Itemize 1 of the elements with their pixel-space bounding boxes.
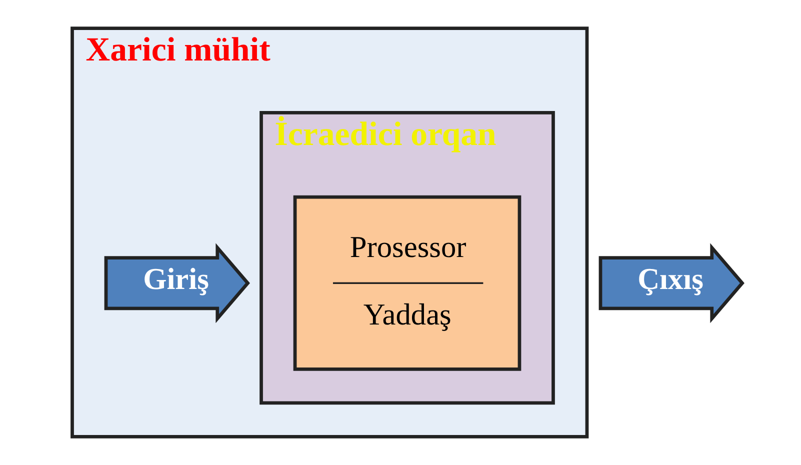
- node-box: Prosessor Yaddaş: [293, 195, 522, 371]
